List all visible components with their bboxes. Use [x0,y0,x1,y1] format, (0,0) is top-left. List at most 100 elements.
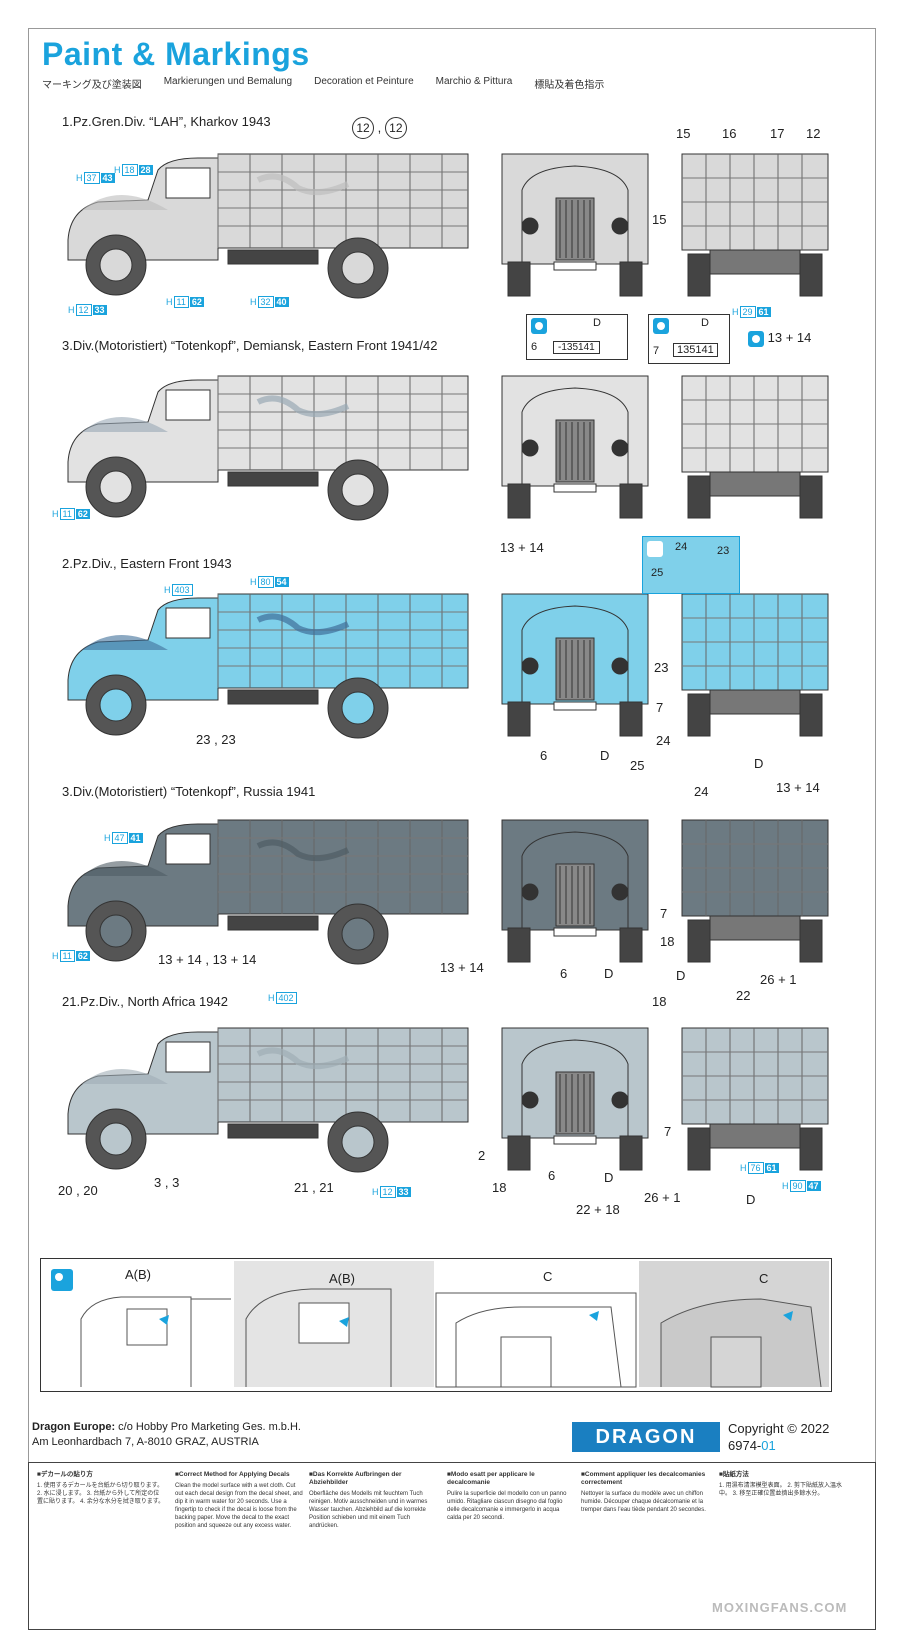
callout-s5-D-rear: D [746,1192,756,1207]
section-3-label: 2.Pz.Div., Eastern Front 1943 [62,556,232,571]
callout-s3-D-rear: D [754,756,764,771]
callout-s5-6: 6 [548,1168,556,1183]
callout-s5-2218: 22 + 18 [576,1202,620,1217]
callout-s5-2020: 20 , 20 [58,1183,98,1198]
decal-plate-box-a: D 6 -135141 [526,314,628,360]
decal-number-23: 23 [717,545,730,557]
truck-rear-view-3 [681,593,829,737]
truck-front-view-2 [501,375,649,519]
detail-label-c-1: C [543,1269,553,1284]
callout-s4-D: D [604,966,614,981]
truck-front-view-4 [501,819,649,963]
decal-d-label: D [701,317,709,329]
company-address: Dragon Europe: c/o Hobby Pro Marketing G… [32,1421,301,1448]
truck-rear-view-5 [681,1027,829,1171]
detail-label-ab-1: A(B) [125,1267,151,1282]
callout-s4-D-rear: D [676,968,686,983]
instructions-italian: ■Modo esatt per applicare le decalcomani… [447,1471,567,1521]
callout-s4-6: 6 [560,966,568,981]
decal-icon [531,318,547,334]
truck-side-view-3 [67,593,469,739]
decal-plate-box-b: D 7 135141 [648,314,730,364]
callout-s4-18: 18 [660,934,675,949]
callout-s5-18: 18 [652,994,667,1009]
callout-s3-7: 7 [656,700,664,715]
callout-s1-rear-12: 12 [806,126,821,141]
callout-s1-rear-16: 16 [722,126,737,141]
callout-s5-18b: 18 [492,1180,507,1195]
callout-s5-261: 26 + 1 [644,1190,681,1205]
copyright-block: Copyright © 2022 6974-01 [728,1421,830,1453]
decal-number-6: 6 [531,341,538,353]
callout-s4-261: 26 + 1 [760,972,797,987]
plate-text-b: 135141 [673,343,718,357]
truck-side-view-1 [67,153,469,299]
truck-front-view-1 [501,153,649,297]
callout-s5-2: 2 [478,1148,486,1163]
subtitle-french: Decoration et Peinture [314,76,414,87]
truck-rear-view-2 [681,375,829,519]
decal-icon [51,1269,73,1291]
section-5-label: 21.Pz.Div., North Africa 1942 [62,994,228,1009]
callout-s2-1314: 13 + 14 [500,540,544,555]
callout-s5-7: 7 [664,1124,672,1139]
subtitle-italian: Marchio & Pittura [435,76,513,87]
callout-s1-1314: 13 + 14 [748,330,811,347]
decal-d-label: D [593,317,601,329]
instructions-german: ■Das Korrekte Aufbringen der Abziehbilde… [309,1471,428,1529]
callout-s1-top: 12 , 12 [352,117,407,139]
callout-s3-6: 6 [540,748,548,763]
truck-side-view-5 [67,1027,469,1173]
truck-front-view-5 [501,1027,649,1171]
section-2-label: 3.Div.(Motoristiert) “Totenkopf”, Demian… [62,338,438,353]
callout-s5-33: 3 , 3 [154,1175,180,1190]
section-4-label: 3.Div.(Motoristiert) “Totenkopf”, Russia… [62,784,316,799]
callout-s3-23: 23 [654,660,669,675]
subtitle-japanese: マーキング及び塗装図 [42,80,142,91]
dragon-logo: DRAGON [572,1422,720,1452]
callout-s5-22: 22 [736,988,751,1003]
subtitle-german: Markierungen und Bemalung [163,76,293,87]
callout-s3-25: 25 [630,758,645,773]
decal-detail-panel: A(B) A(B) C C [40,1258,832,1392]
detail-label-ab-2: A(B) [329,1271,355,1286]
detail-label-c-2: C [759,1271,769,1286]
callout-s4-7: 7 [660,906,668,921]
callout-s5-D: D [604,1170,614,1185]
callout-s3-24: 24 [656,733,671,748]
page-title: Paint & Markings [42,36,310,72]
subtitle-chinese: 標貼及着色指示 [534,80,605,91]
truck-rear-view-1 [681,153,829,297]
plate-text-a: -135141 [553,341,600,354]
callout-s4-24: 24 [694,784,709,799]
callout-s4-1314-rear: 13 + 14 [776,780,820,795]
decal-icon [653,318,669,334]
decal-number-25: 25 [651,567,664,579]
truck-side-view-4 [67,819,469,965]
callout-s1-rear-15: 15 [676,126,691,141]
cab-detail-drawings [80,1261,829,1388]
section-1-label: 1.Pz.Gren.Div. “LAH”, Kharkov 1943 [62,114,271,129]
watermark: MOXINGFANS.COM [712,1600,848,1615]
truck-side-view-2 [67,375,469,521]
decal-number-7: 7 [653,345,660,357]
subtitle-row: マーキング及び塗装図 Markierungen und Bemalung Dec… [42,76,604,91]
